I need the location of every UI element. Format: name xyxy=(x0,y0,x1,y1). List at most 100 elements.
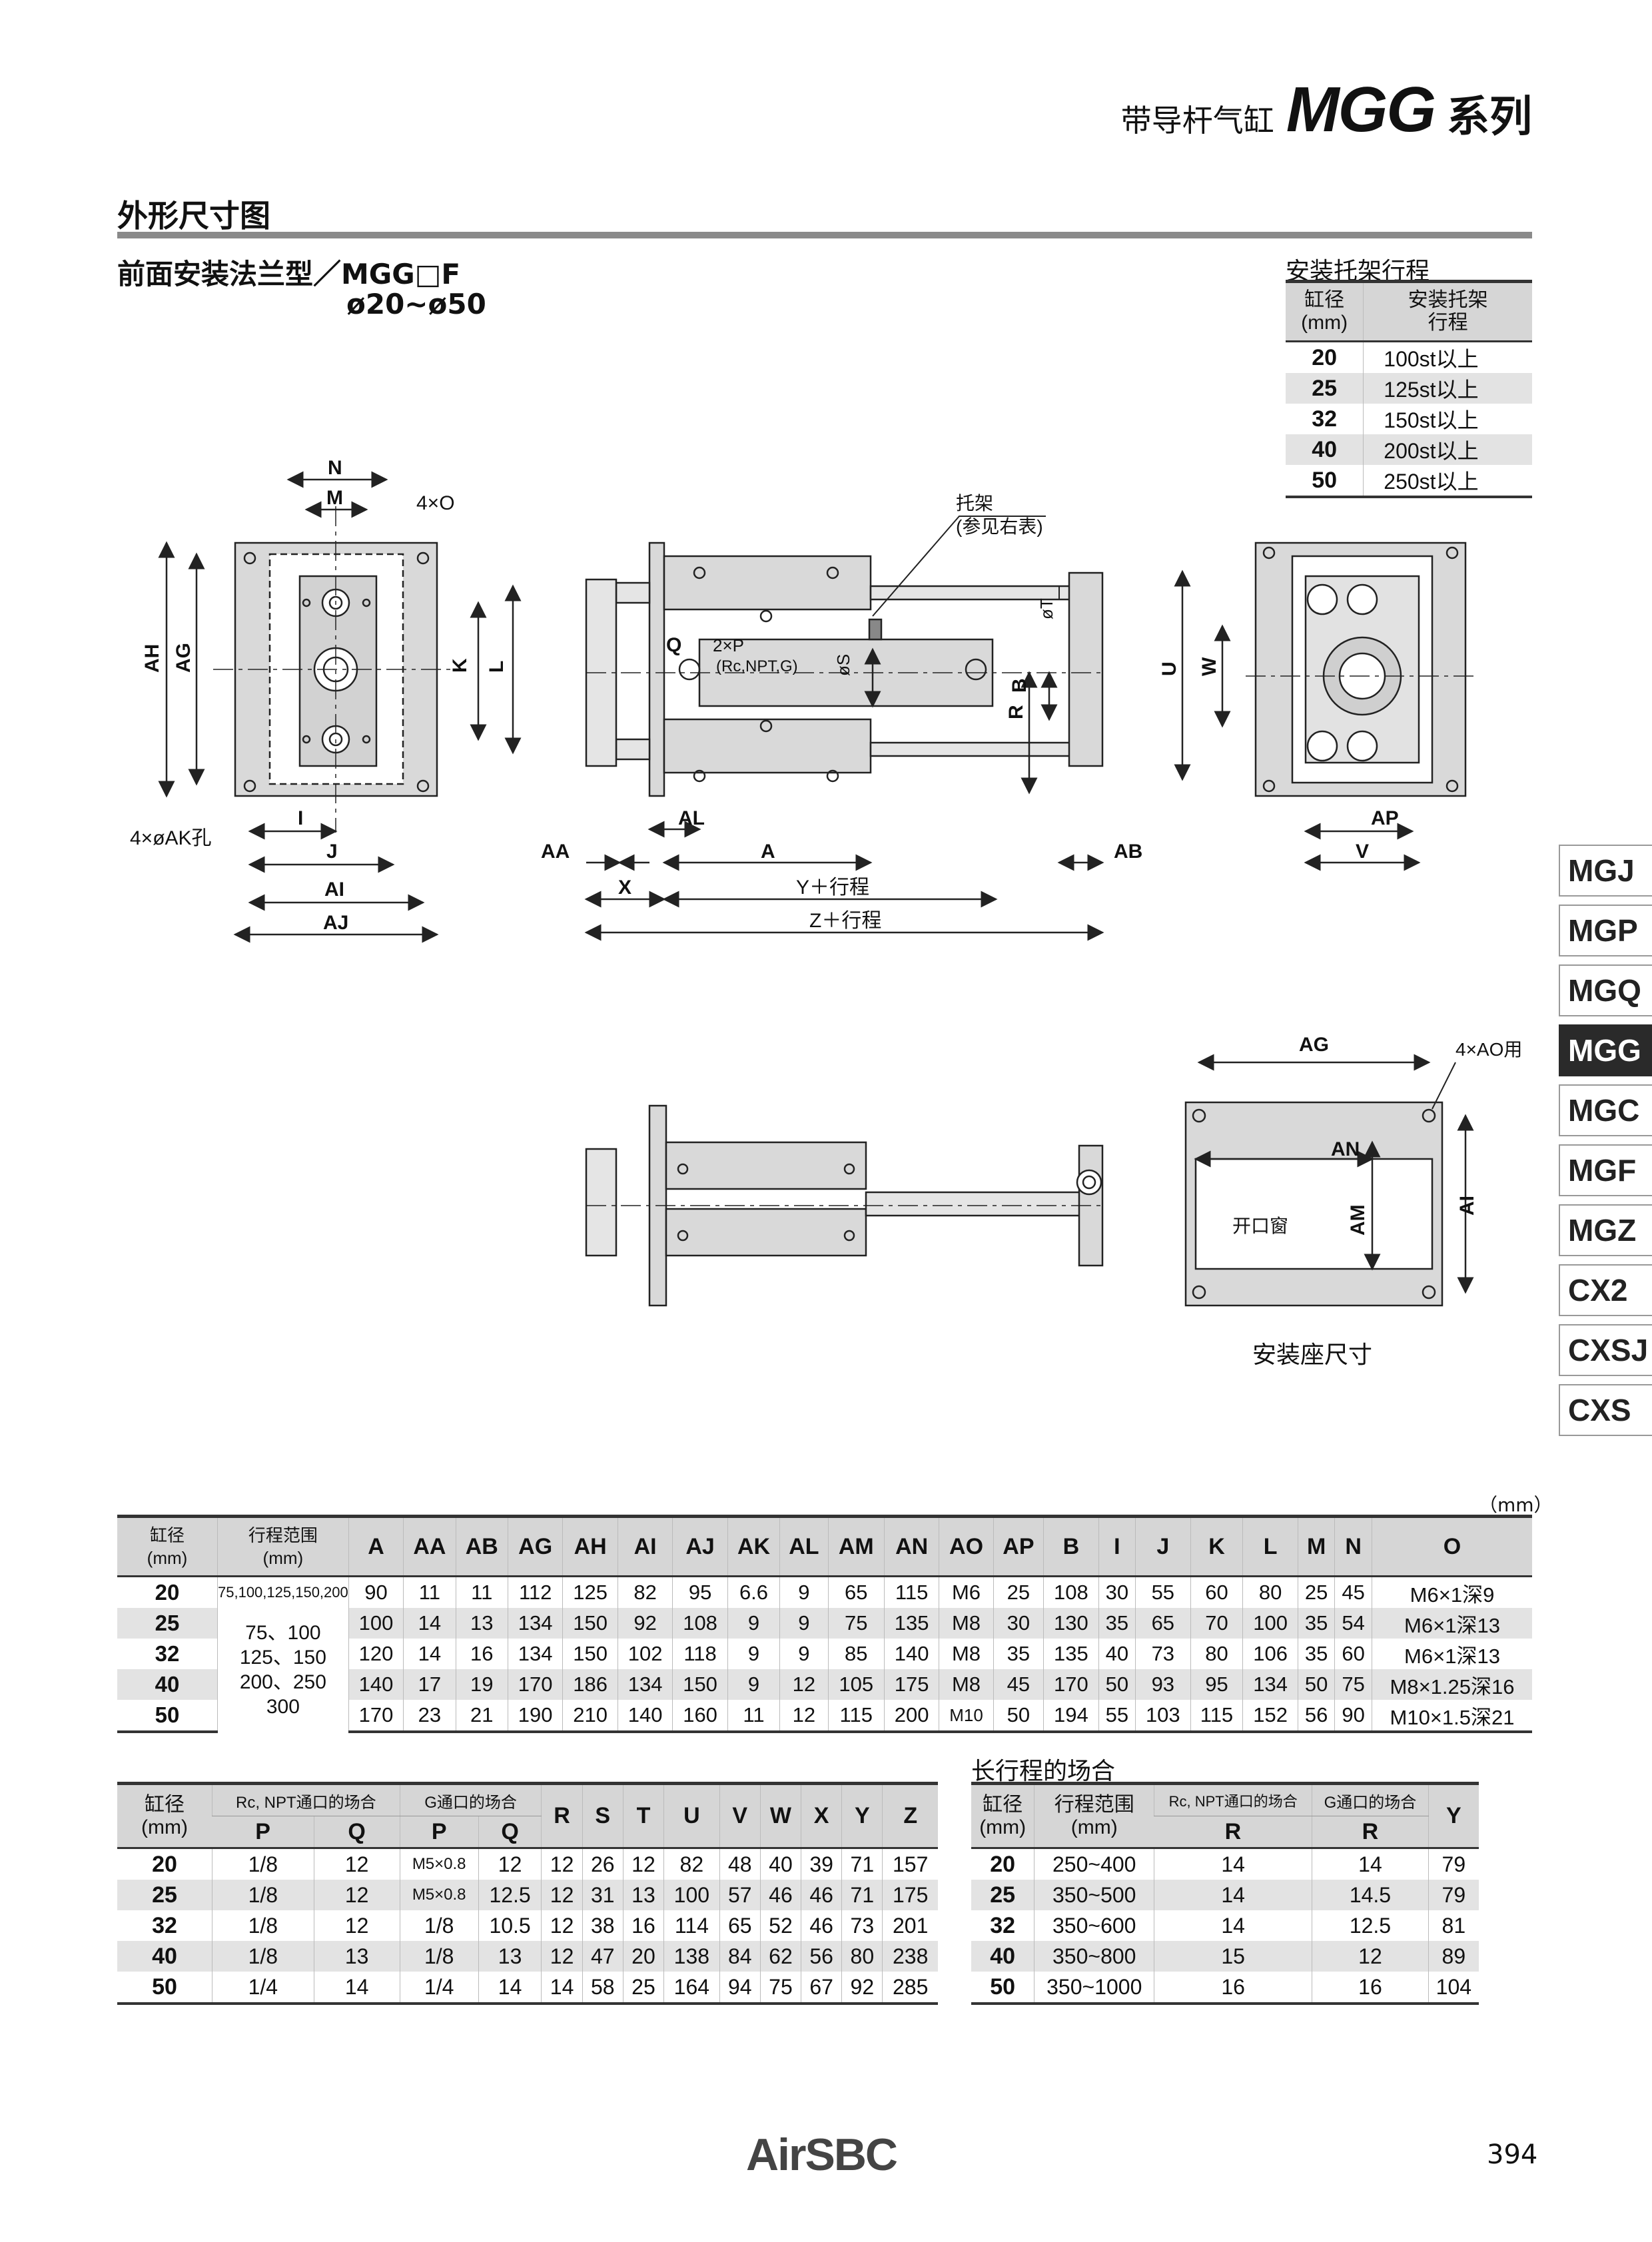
long-stroke-table: 缸径 (mm) 行程范围 (mm) Rc, NPT通口的场合 G通口的场合 Y … xyxy=(971,1782,1479,2005)
bore-range: ø20~ø50 xyxy=(346,288,486,320)
series-tab-mgf[interactable]: MGF xyxy=(1559,1144,1652,1196)
main-header-cell: AA xyxy=(403,1515,456,1577)
dimension-cell: 75 xyxy=(827,1608,885,1639)
dimension-cell: 12 xyxy=(779,1700,829,1733)
dimension-cell: 104 xyxy=(1428,1972,1479,2005)
mounting-plate-view xyxy=(1184,1054,1474,1307)
dimension-cell: 35 xyxy=(1297,1639,1335,1669)
dimension-cell: 56 xyxy=(1297,1700,1335,1733)
dimension-cell: 14 xyxy=(403,1639,456,1669)
main-header-cell: AL xyxy=(779,1515,829,1577)
bracket-header-bore: 缸径 (mm) xyxy=(1286,280,1364,342)
label-L: L xyxy=(486,661,508,673)
dimension-cell: 175 xyxy=(883,1669,939,1700)
main-header-cell: A xyxy=(348,1515,404,1577)
dimension-cell: 14 xyxy=(1312,1848,1429,1880)
bracket-header-stroke: 安装托架 行程 xyxy=(1363,280,1532,342)
dimension-cell: 134 xyxy=(507,1608,563,1639)
bore-cell: 25 xyxy=(117,1608,218,1639)
side-view xyxy=(584,516,1106,941)
dimension-cell: 175 xyxy=(882,1880,938,1910)
dimension-cell: 125 xyxy=(562,1576,618,1608)
bracket-bore-cell: 40 xyxy=(1286,434,1364,465)
dimension-cell: 210 xyxy=(562,1700,618,1733)
dimension-cell: 186 xyxy=(562,1669,618,1700)
bracket-bore-cell: 25 xyxy=(1286,373,1364,404)
bracket-stroke-cell: 150st以上 xyxy=(1363,404,1532,434)
dimension-cell: 12.5 xyxy=(478,1880,542,1910)
dimension-cell: 1/8 xyxy=(212,1880,314,1910)
dimension-cell: 112 xyxy=(507,1576,563,1608)
bracket-stroke-cell: 250st以上 xyxy=(1363,465,1532,498)
dimension-cell: 135 xyxy=(883,1608,939,1639)
dimension-cell: 150 xyxy=(562,1639,618,1669)
dimension-cell: 164 xyxy=(663,1972,720,2005)
dimension-cell: 23 xyxy=(403,1700,456,1733)
dimension-cell: 82 xyxy=(663,1848,720,1880)
dimension-cell: 55 xyxy=(1098,1700,1136,1733)
dimension-cell: 65 xyxy=(1135,1608,1191,1639)
dimension-cell: 39 xyxy=(801,1848,842,1880)
dimension-cell: 19 xyxy=(455,1669,508,1700)
label-Z: Z＋行程 xyxy=(809,910,881,932)
dimension-cell: 90 xyxy=(348,1576,404,1608)
port-header-T: T xyxy=(622,1782,664,1849)
series-tab-mgz[interactable]: MGZ xyxy=(1559,1204,1652,1256)
label-4xO: 4×O xyxy=(416,492,455,514)
label-AI-mount: AI xyxy=(1456,1196,1478,1216)
dimension-cell: 14 xyxy=(478,1972,542,2005)
series-tab-cxsj[interactable]: CXSJ xyxy=(1559,1324,1652,1376)
dimension-cell: 80 xyxy=(1242,1576,1298,1608)
label-AK: 4×øAK孔 xyxy=(130,827,212,849)
dimension-cell: 35 xyxy=(1098,1608,1136,1639)
mount-caption: 安装座尺寸 xyxy=(1252,1341,1373,1369)
dimension-cell: 200 xyxy=(883,1700,939,1733)
dimension-cell: 120 xyxy=(348,1639,404,1669)
dimension-cell: M6×1深9 xyxy=(1372,1576,1532,1608)
dimension-cell: 55 xyxy=(1135,1576,1191,1608)
dimension-cell: 103 xyxy=(1135,1700,1191,1733)
page-header: 带导杆气缸 MGG 系列 xyxy=(1121,73,1532,147)
dimension-cell: 45 xyxy=(993,1669,1044,1700)
dimension-cell: 140 xyxy=(617,1700,673,1733)
dimension-cell: 13 xyxy=(478,1941,542,1972)
main-header-cell: B xyxy=(1043,1515,1099,1577)
series-tab-mgc[interactable]: MGC xyxy=(1559,1084,1652,1136)
dimension-cell: 1/8 xyxy=(212,1848,314,1880)
series-tab-mgj[interactable]: MGJ xyxy=(1559,845,1652,897)
main-header-cell: K xyxy=(1190,1515,1243,1577)
bore-cell: 20 xyxy=(990,1851,1016,1877)
port-header-S: S xyxy=(582,1782,623,1849)
dimension-cell: 80 xyxy=(1190,1639,1243,1669)
main-header-cell: I xyxy=(1098,1515,1136,1577)
dimension-cell: 134 xyxy=(617,1669,673,1700)
dimension-cell: 350~1000 xyxy=(1034,1972,1154,2005)
series-tab-mgg[interactable]: MGG xyxy=(1559,1024,1652,1076)
port-header-X: X xyxy=(801,1782,842,1849)
dimension-cell: 9 xyxy=(779,1639,829,1669)
dimension-cell: 40 xyxy=(759,1848,801,1880)
dimension-cell: 14 xyxy=(1154,1880,1312,1910)
series-tab-mgq[interactable]: MGQ xyxy=(1559,964,1652,1016)
page-number: 394 xyxy=(1487,2139,1538,2170)
dimension-cell: 108 xyxy=(1043,1576,1099,1608)
port-group-rc: Rc, NPT通口的场合 xyxy=(212,1782,400,1816)
dimension-cell: 12 xyxy=(541,1880,583,1910)
dimension-cell: 115 xyxy=(1190,1700,1243,1733)
dimension-cell: 170 xyxy=(507,1669,563,1700)
bracket-stroke-cell: 200st以上 xyxy=(1363,434,1532,465)
dimension-cell: 13 xyxy=(622,1880,664,1910)
series-tab-cx2[interactable]: CX2 xyxy=(1559,1264,1652,1316)
dimension-cell: M8 xyxy=(939,1639,994,1669)
series-tab-cxs[interactable]: CXS xyxy=(1559,1384,1652,1436)
dimension-cell: 81 xyxy=(1428,1910,1479,1941)
series-tab-mgp[interactable]: MGP xyxy=(1559,905,1652,956)
dimension-cell: 150 xyxy=(672,1669,728,1700)
label-N: N xyxy=(328,457,342,479)
main-header-cell: AN xyxy=(883,1515,939,1577)
dimension-cell: 30 xyxy=(993,1608,1044,1639)
